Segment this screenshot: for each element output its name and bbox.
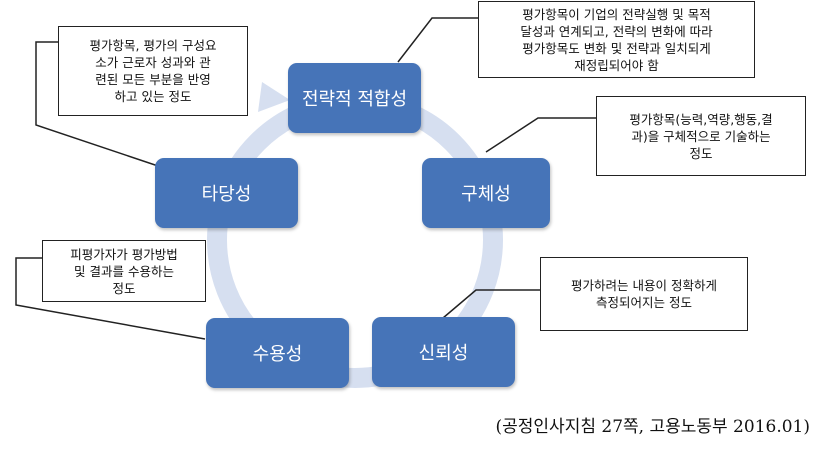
note-strategic-fit: 평가항목이 기업의 전략실행 및 목적 달성과 연계되고, 전략의 변화에 따라…: [478, 1, 755, 78]
note-acceptability: 피평가자가 평가방법 및 결과를 수용하는 정도: [42, 240, 206, 302]
source-citation: (공정인사지침 27쪽, 고용노동부 2016.01): [495, 417, 811, 437]
note-line: 소가 근로자 성과와 관: [95, 55, 211, 70]
note-specificity: 평가항목(능력,역량,행동,결 과)을 구체적으로 기술하는 정도: [596, 96, 806, 176]
note-line: 평가항목, 평가의 구성요: [89, 38, 217, 53]
node-acceptability: 수용성: [206, 318, 349, 388]
connector-strategic-fit: [397, 17, 478, 63]
node-reliability: 신뢰성: [372, 317, 515, 387]
note-line: 달성과 연계되고, 전략의 변화에 따라: [520, 23, 713, 39]
node-validity: 타당성: [155, 158, 298, 228]
node-specificity-label: 구체성: [461, 184, 511, 205]
connector-reliability: [442, 289, 540, 319]
note-validity: 평가항목, 평가의 구성요 소가 근로자 성과와 관 련된 모든 부분을 반영 …: [58, 26, 248, 116]
connector-acceptability: [15, 257, 206, 340]
node-reliability-label: 신뢰성: [418, 343, 469, 364]
note-line: 평가항목도 변화 및 전략과 일치되게: [522, 40, 711, 56]
cycle-arrowhead: [258, 82, 290, 112]
note-reliability: 평가하려는 내용이 정확하게 측정되어지는 정도: [540, 257, 748, 331]
node-strategic-fit: 전략적 적합성: [288, 63, 421, 133]
note-line: 피평가자가 평가방법: [70, 246, 178, 262]
note-line: 평가항목이 기업의 전략실행 및 목적: [522, 6, 711, 22]
note-line: 정도: [112, 280, 136, 296]
note-line: 평가항목(능력,역량,행동,결: [629, 111, 773, 127]
note-line: 측정되어지는 정도: [596, 295, 692, 310]
connector-validity: [35, 41, 171, 171]
note-line: 평가하려는 내용이 정확하게: [571, 278, 717, 293]
connector-specificity: [485, 117, 598, 153]
note-line: 과)을 구체적으로 기술하는: [631, 128, 771, 144]
note-line: 정도: [689, 145, 713, 161]
node-strategic-fit-label: 전략적 적합성: [301, 89, 408, 110]
node-acceptability-label: 수용성: [252, 344, 303, 365]
node-validity-label: 타당성: [201, 184, 252, 205]
note-line: 재정립되어야 함: [574, 57, 659, 73]
note-line: 하고 있는 정도: [114, 89, 192, 104]
note-line: 련된 모든 부분을 반영: [95, 72, 211, 87]
note-line: 및 결과를 수용하는: [74, 263, 174, 279]
node-specificity: 구체성: [422, 158, 550, 228]
